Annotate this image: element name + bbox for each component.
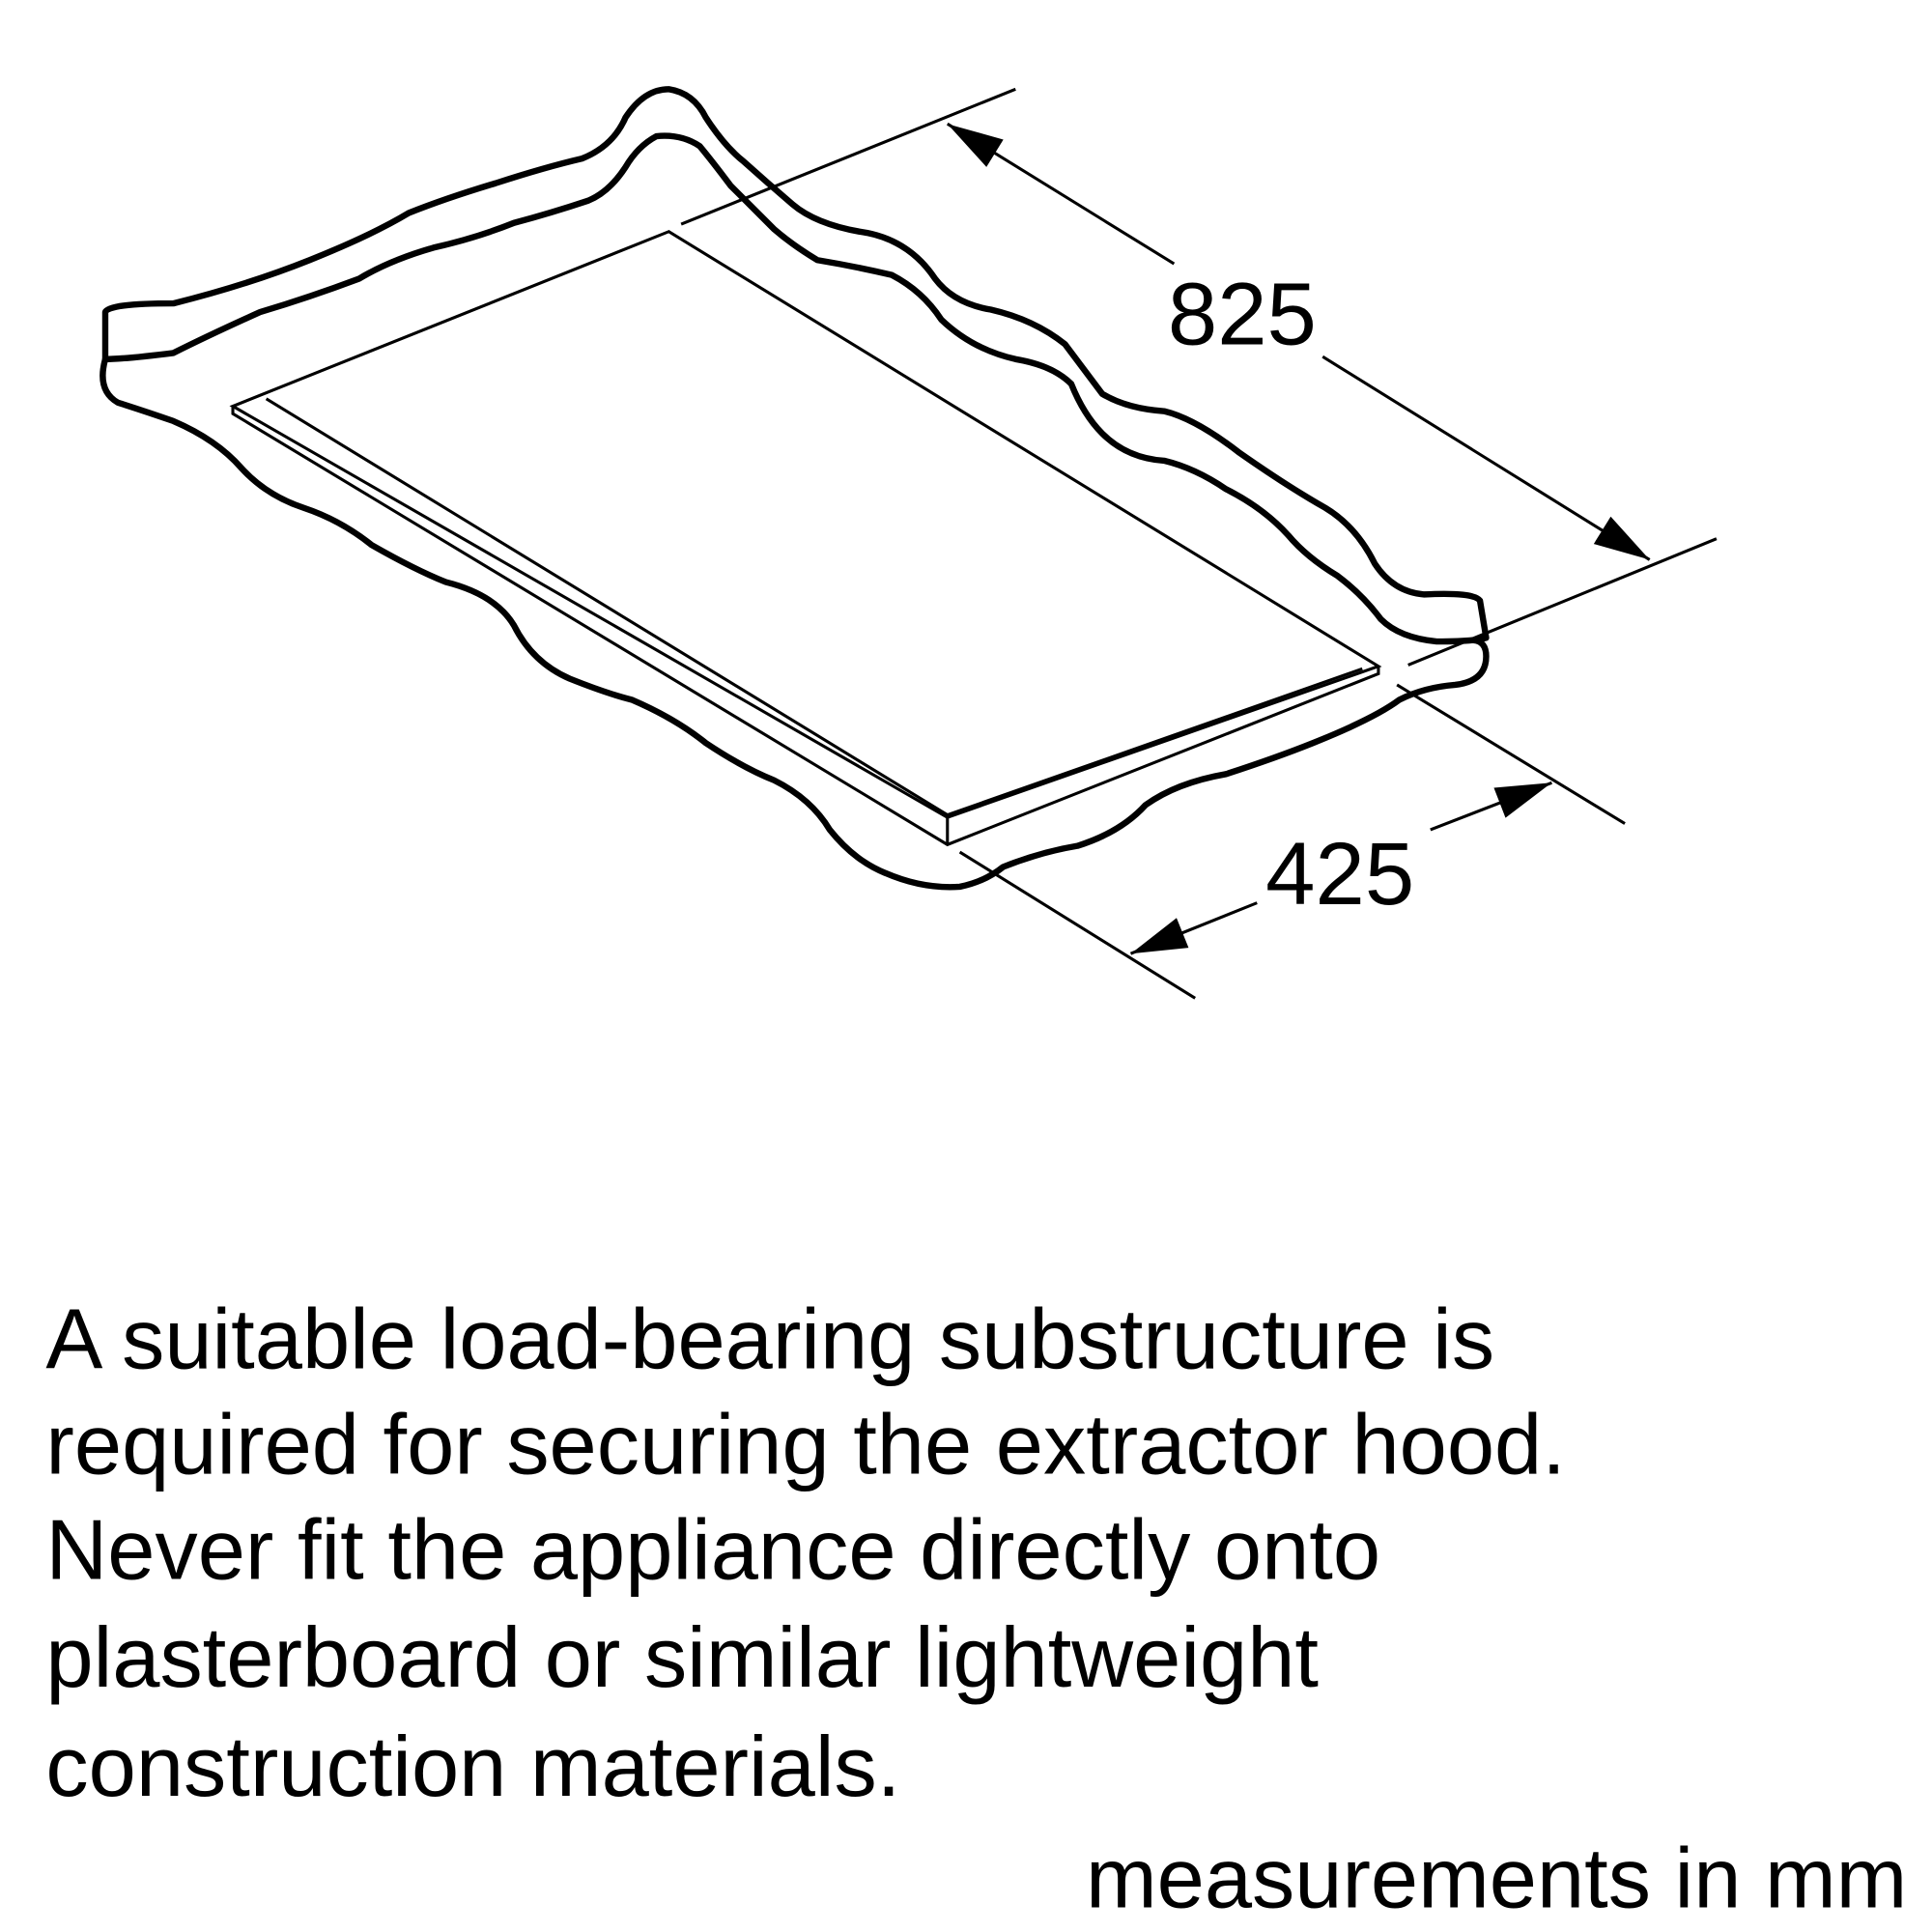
installation-note: A suitable load-bearing substructure is … bbox=[45, 1292, 1565, 1814]
note-line: A suitable load-bearing substructure is bbox=[45, 1292, 1494, 1387]
note-line: required for securing the extractor hood… bbox=[45, 1397, 1565, 1492]
ceiling-cut-edge bbox=[99, 355, 1490, 891]
note-line: plasterboard or similar lightweight bbox=[45, 1609, 1319, 1705]
units-label: measurements in mm bbox=[1086, 1830, 1907, 1925]
dimension-width-label: 425 bbox=[1265, 823, 1414, 923]
dimension-length: 825 bbox=[680, 87, 1718, 667]
note-line: Never fit the appliance directly onto bbox=[45, 1502, 1380, 1598]
dimension-width: 425 bbox=[958, 683, 1626, 1000]
note-line: construction materials. bbox=[45, 1719, 900, 1814]
ceiling-section bbox=[99, 86, 1490, 891]
dimension-length-label: 825 bbox=[1168, 263, 1317, 363]
extractor-hood-outline bbox=[229, 230, 1382, 847]
ceiling-hatched-band bbox=[101, 86, 1490, 645]
